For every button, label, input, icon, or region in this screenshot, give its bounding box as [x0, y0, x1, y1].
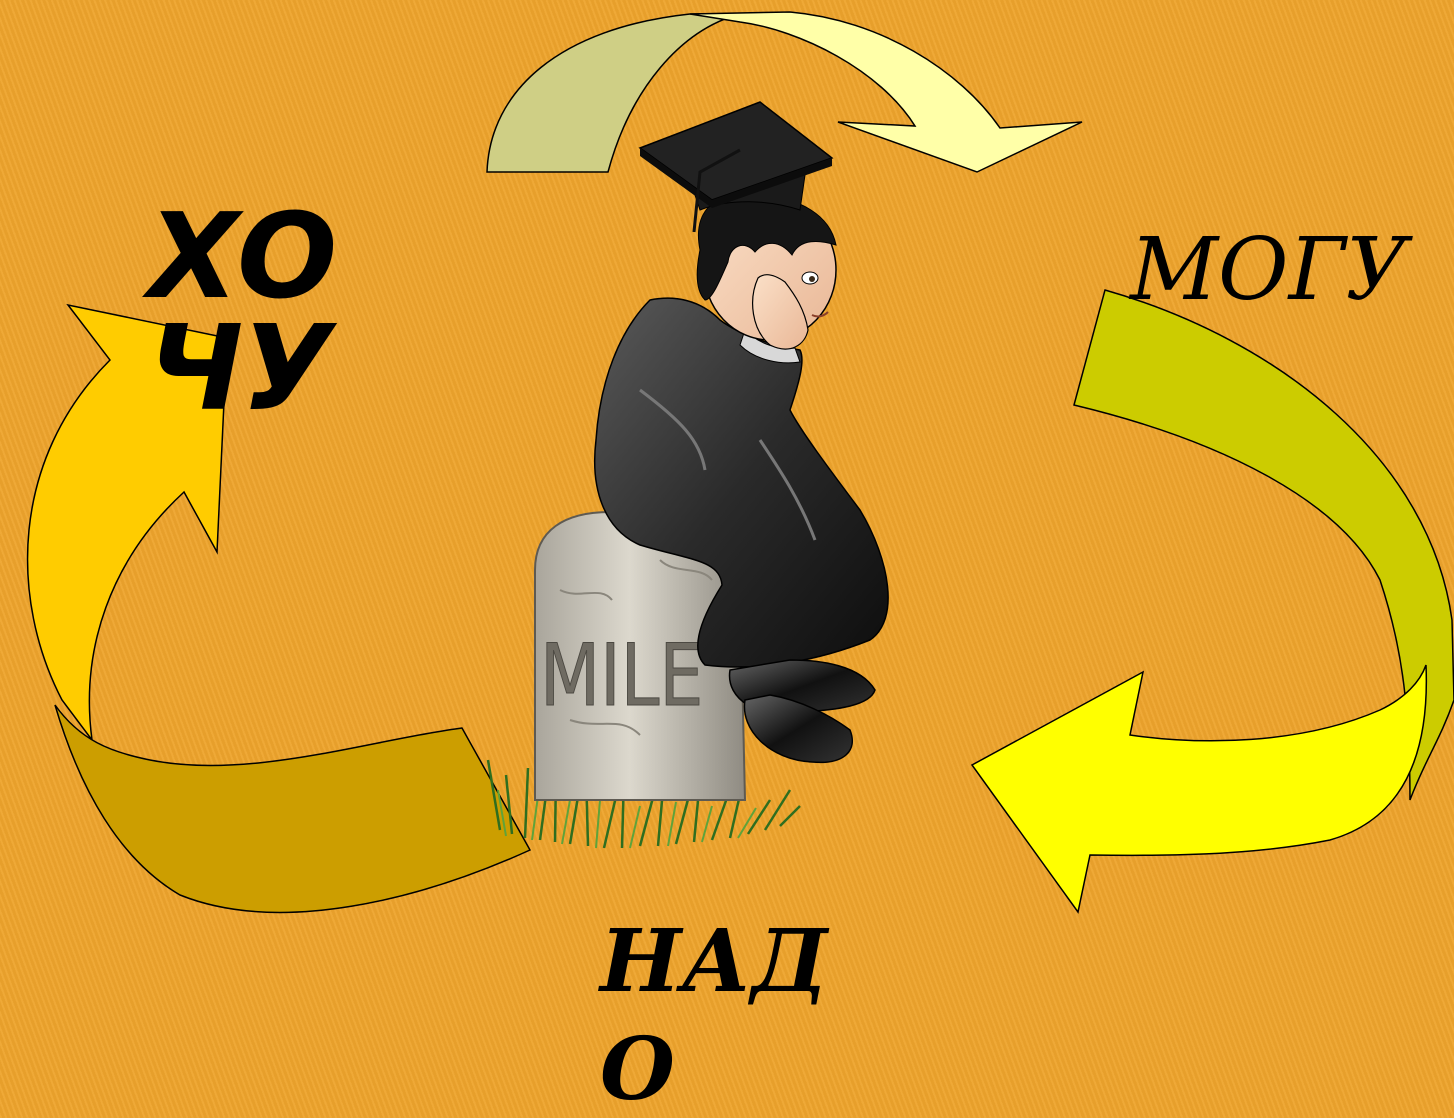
arrow-right-segment [1073, 289, 1454, 801]
hand [752, 274, 809, 350]
word-can: МОГУ [1130, 220, 1408, 320]
word-want: ХОЧУ [148, 187, 337, 437]
graduate-figure [593, 101, 889, 764]
arrow-left-segment [26, 303, 228, 743]
arrow-bottom-left-segment [54, 704, 532, 914]
milestone-label: MILE [540, 626, 703, 726]
arrow-bottom-right-segment [970, 664, 1428, 914]
word-must: НАДО [600, 911, 828, 1118]
grass-tuft-light [497, 789, 757, 849]
tassel [692, 148, 741, 233]
arrow-top-right-segment [689, 11, 1083, 173]
robe [593, 297, 889, 668]
right-shoe [743, 694, 853, 764]
